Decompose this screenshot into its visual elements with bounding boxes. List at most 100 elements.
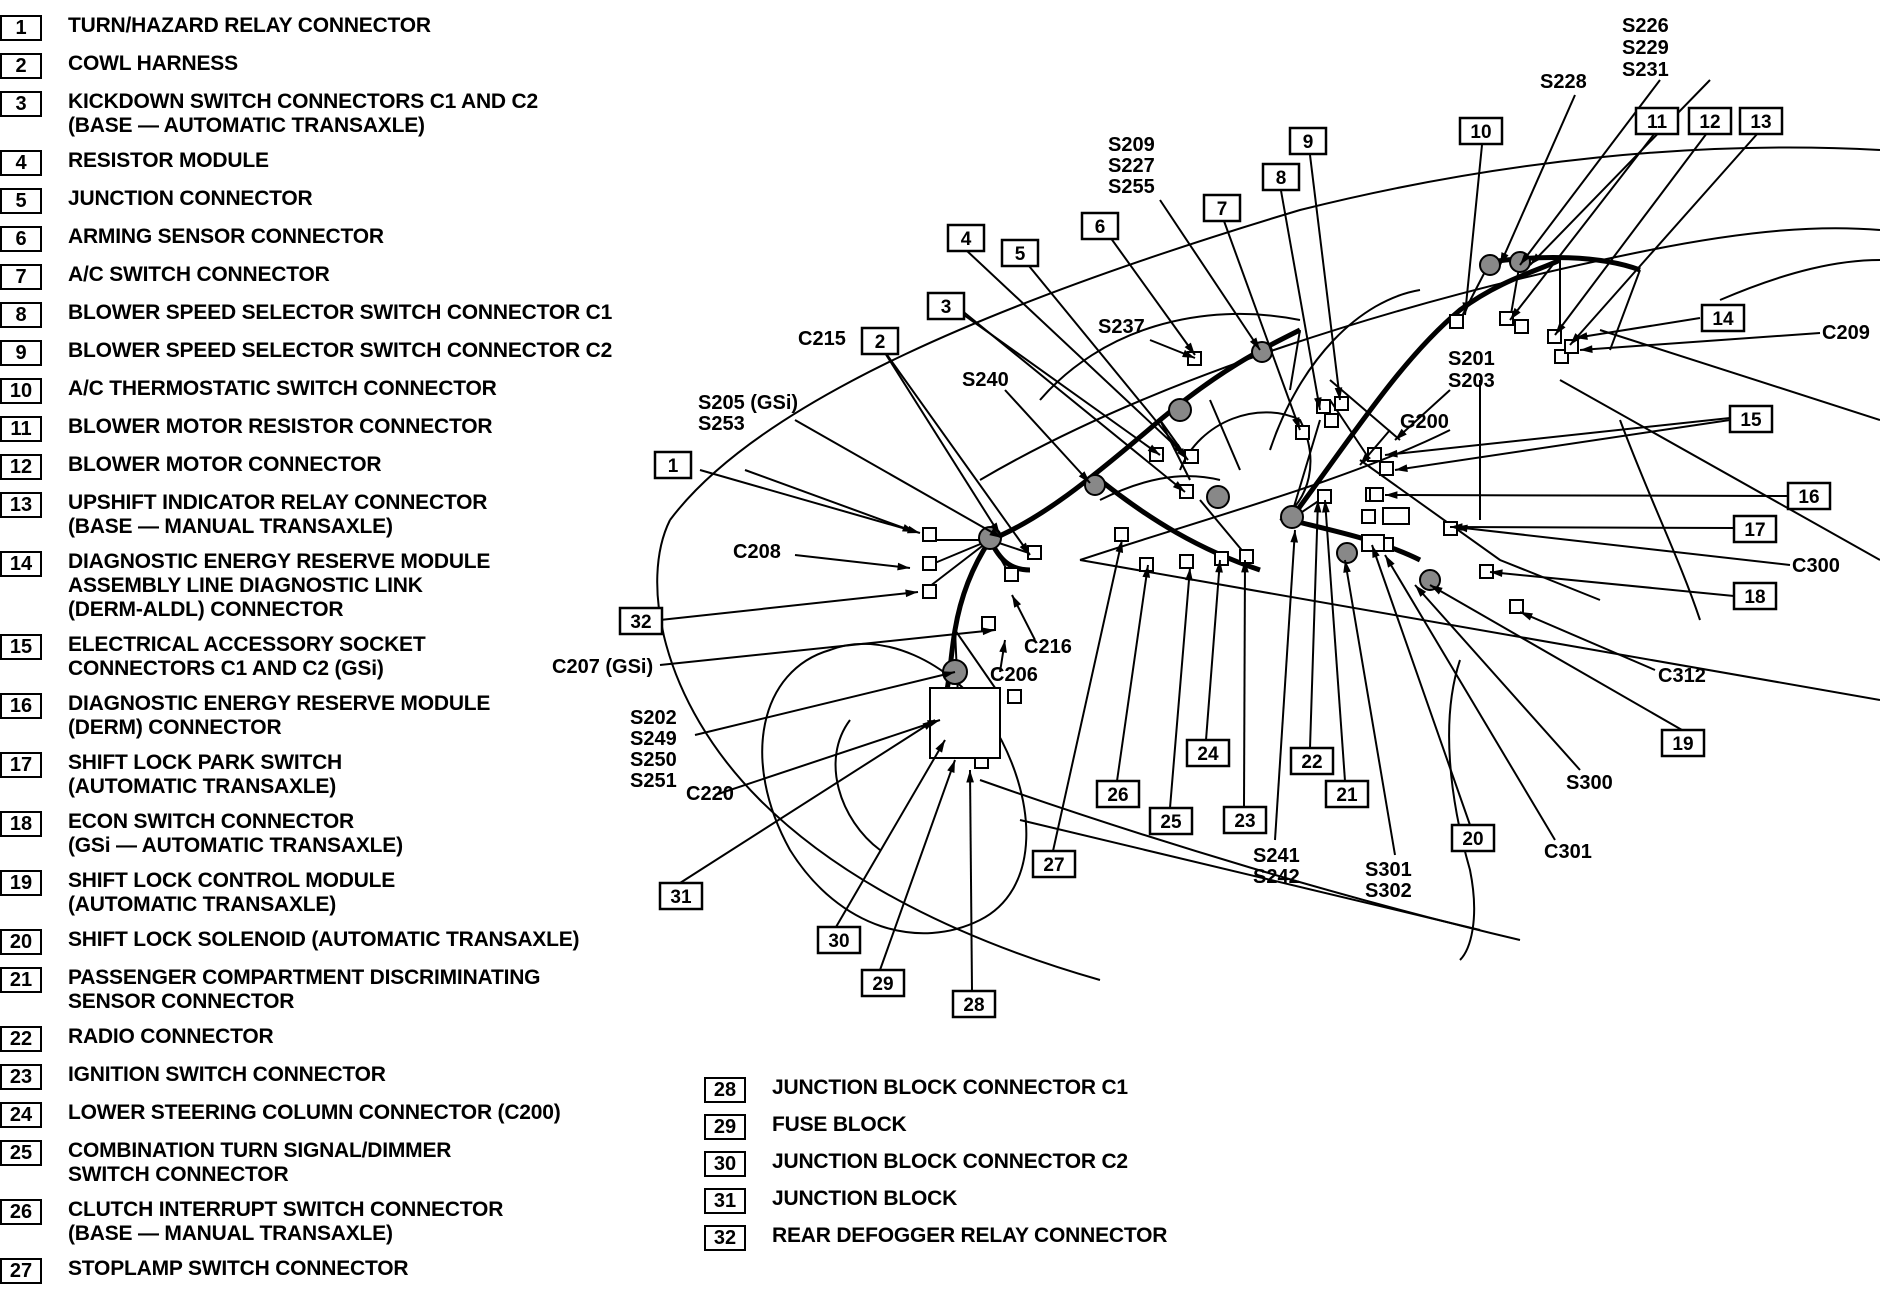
callout-18: 18 [1732,581,1778,611]
callout-number: 21 [1336,785,1358,806]
leader-line [1344,559,1396,856]
callout-number: 31 [670,887,692,908]
legend-number-box: 6 [0,226,42,252]
label-s300: S300 [1566,772,1613,794]
leader-line [744,469,916,533]
callout-number: 6 [1095,217,1106,238]
callout-26: 26 [1095,779,1141,809]
leader-line [969,769,973,992]
label-s201: S201 [1448,348,1495,370]
leader-line [1519,611,1656,671]
leader-line [1569,132,1759,346]
legend-item: 11 BLOWER MOTOR RESISTOR CONNECTOR [0,415,660,442]
legend-description: SHIFT LOCK SOLENOID (AUTOMATIC TRANSAXLE… [68,928,580,952]
legend-number-box: 22 [0,1026,42,1052]
legend-line: TURN/HAZARD RELAY CONNECTOR [68,14,431,37]
leader-line [1384,554,1556,841]
arrowhead [905,589,918,598]
leader-line [694,671,956,736]
arrowhead [942,671,955,679]
legend-line: SHIFT LOCK CONTROL MODULE [68,869,396,892]
arrowhead [1385,449,1398,458]
legend-line: JUNCTION CONNECTOR [68,187,313,210]
callout-29: 29 [860,968,906,998]
arrowhead [982,627,995,636]
callout-28: 28 [951,989,997,1019]
callout-number: 13 [1750,112,1771,133]
legend-description: BLOWER MOTOR CONNECTOR [68,453,382,477]
callout-number: 12 [1699,112,1720,133]
label-s251: S251 [630,770,677,792]
legend-line: BLOWER SPEED SELECTOR SWITCH CONNECTOR C… [68,339,613,362]
label-c207: C207 (GSi) [552,656,653,678]
legend-number-box: 1 [0,15,42,41]
legend-line: (AUTOMATIC TRANSAXLE) [68,893,337,916]
legend-line: BLOWER MOTOR CONNECTOR [68,453,382,476]
callout-number: 32 [630,612,651,633]
leader-line [1219,209,1301,431]
callout-number: 17 [1744,520,1765,541]
arrowhead [1147,444,1160,455]
legend-description: ECON SWITCH CONNECTOR(GSi — AUTOMATIC TR… [68,810,403,858]
label-c220: C220 [686,783,734,805]
leader-line [1279,184,1321,411]
legend-line: ECON SWITCH CONNECTOR [68,810,354,833]
legend-number-box: 4 [0,150,42,176]
callout-10: 10 [1458,116,1504,146]
leader-line [1243,559,1246,808]
leader-line [1052,539,1123,852]
callout-24: 24 [1185,738,1231,768]
leader-line [965,249,1186,456]
arrowhead [966,770,974,783]
callout-23: 23 [1222,805,1268,835]
callout-5: 5 [1000,238,1040,268]
leader-line [1489,571,1735,597]
label-c216: C216 [1024,636,1072,658]
arrowhead [935,740,945,753]
legend-number-box: 15 [0,634,42,660]
arrowhead [947,760,955,773]
legend-line: (BASE — AUTOMATIC TRANSAXLE) [68,114,425,137]
label-s237: S237 [1098,316,1145,338]
leader-line [1414,584,1581,771]
legend-line: (AUTOMATIC TRANSAXLE) [68,775,337,798]
callout-30: 30 [816,925,862,955]
arrowhead [1292,417,1300,430]
arrowhead [1430,585,1443,595]
arrowhead [1462,302,1471,315]
label-s241: S241 [1253,845,1300,867]
label-c215: C215 [798,328,846,350]
legend-description: KICKDOWN SWITCH CONNECTORS C1 AND C2(BAS… [68,90,538,138]
callout-3: 3 [926,291,966,321]
callout-number: 7 [1217,199,1228,220]
arrowhead [1570,333,1582,345]
legend-number-box: 16 [0,693,42,719]
arrowhead [1115,540,1124,553]
leader-line [1169,567,1191,809]
label-s253: S253 [698,413,745,435]
leader-line [954,304,1186,493]
arrowhead [1575,332,1588,340]
leader-line [1529,79,1711,266]
legend-description: UPSHIFT INDICATOR RELAY CONNECTOR(BASE —… [68,491,487,539]
legend-number-box: 30 [704,1151,746,1177]
legend-number-box: 11 [0,416,42,442]
legend-line: ASSEMBLY LINE DIAGNOSTIC LINK [68,574,423,597]
arrowhead [1182,349,1195,358]
callout-17: 17 [1732,514,1778,544]
arrowhead [1078,471,1090,483]
label-s205: S205 (GSi) [698,392,798,414]
label-c209: C209 [1822,322,1870,344]
arrowhead [1395,464,1408,472]
legend-number-box: 2 [0,53,42,79]
callout-number: 3 [941,297,952,318]
leader-line [794,419,1003,539]
legend-line: BLOWER MOTOR RESISTOR CONNECTOR [68,415,493,438]
